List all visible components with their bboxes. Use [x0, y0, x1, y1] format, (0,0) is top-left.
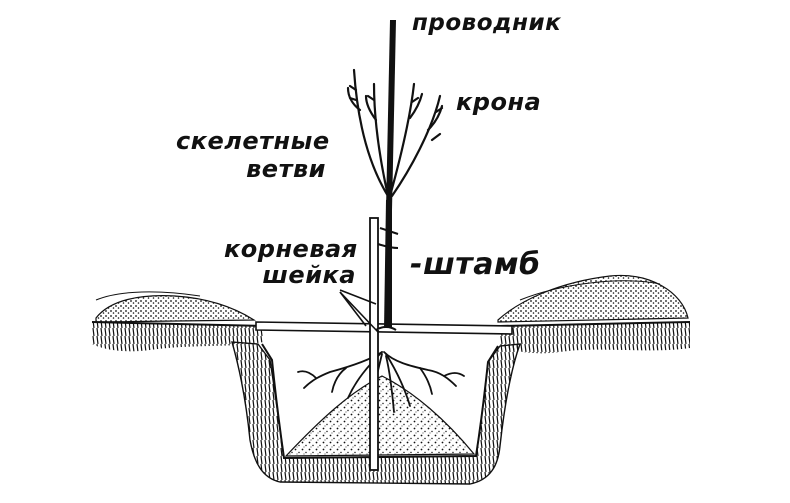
left-soil-mound	[95, 291, 257, 323]
right-soil-mound	[497, 274, 689, 323]
label-leaders	[339, 289, 379, 333]
label-crown: крона	[456, 88, 542, 116]
label-root-collar: корневая шейка	[224, 235, 358, 290]
label-skeletal-line2: ветви	[246, 154, 326, 183]
soil-cone	[284, 375, 476, 457]
planting-pit	[231, 341, 522, 485]
ground-right	[499, 321, 691, 354]
label-conductor: проводник	[412, 10, 562, 36]
label-skeletal-line1: скелетные	[176, 127, 330, 155]
crown-branches	[346, 68, 444, 198]
support-stake	[369, 217, 379, 471]
label-collar-line1: корневая	[224, 235, 358, 263]
ground-left	[91, 321, 265, 352]
label-trunk: -штамб	[410, 247, 541, 282]
label-collar-line2: шейка	[262, 261, 356, 290]
label-skeletal-branches: скелетные ветви	[176, 127, 330, 183]
trunk	[375, 20, 399, 331]
